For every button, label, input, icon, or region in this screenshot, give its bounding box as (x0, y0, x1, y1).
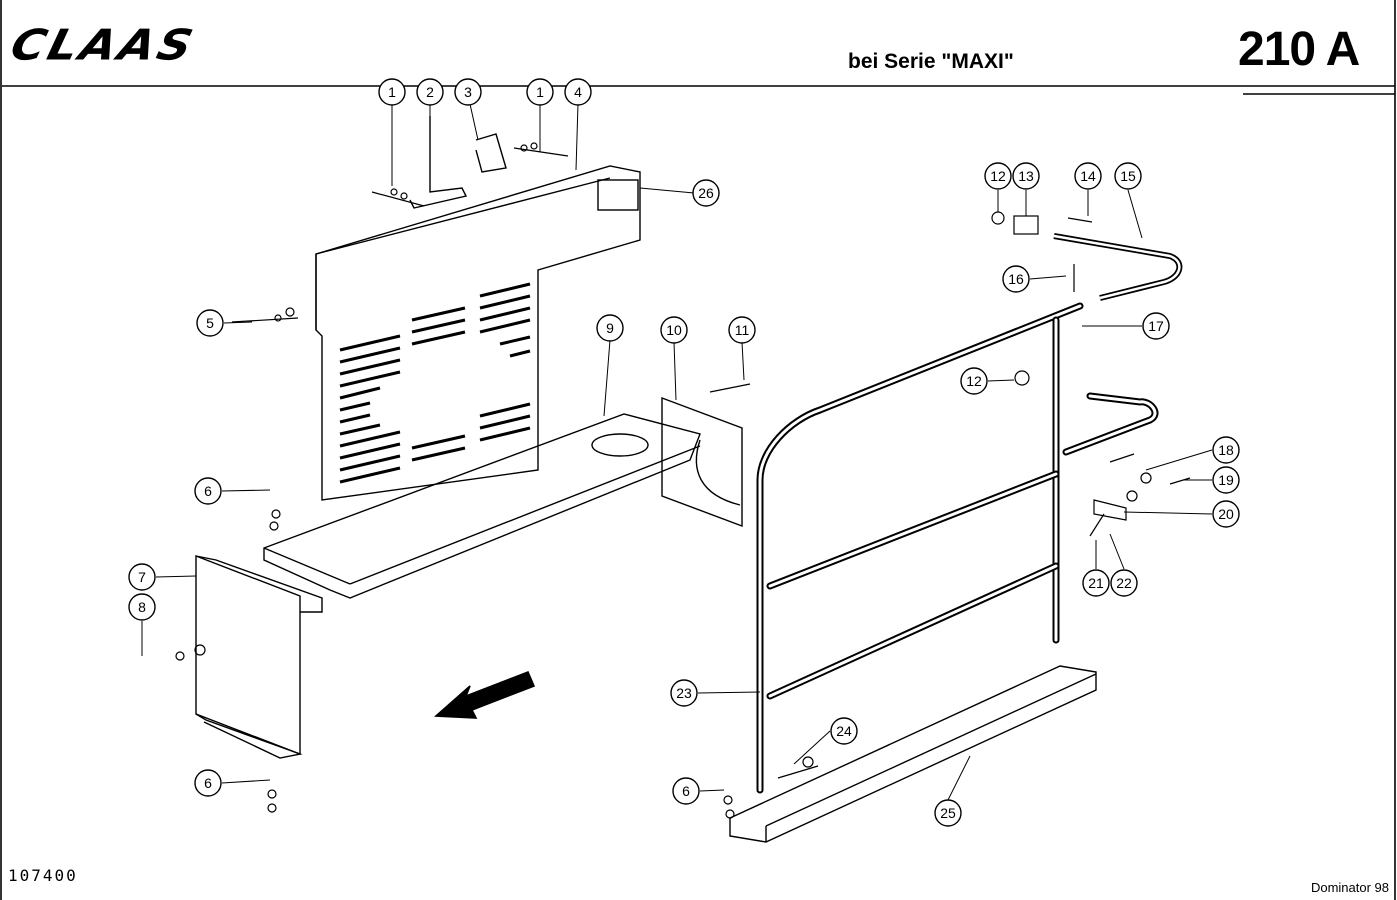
callout-number: 1 (536, 84, 544, 100)
callout-number: 14 (1080, 168, 1096, 184)
callout-1: 1 (526, 78, 554, 106)
callout-21: 21 (1082, 569, 1110, 597)
callout-number: 6 (204, 483, 212, 499)
callout-16: 16 (1002, 265, 1030, 293)
callout-number: 13 (1018, 168, 1034, 184)
callout-number: 10 (666, 322, 682, 338)
callout-number: 12 (966, 373, 982, 389)
leader-lines (141, 103, 1213, 801)
callout-12: 12 (960, 367, 988, 395)
callout-22: 22 (1110, 569, 1138, 597)
side-plate (661, 396, 743, 528)
callout-19: 19 (1212, 466, 1240, 494)
bracket-small (409, 116, 507, 209)
callout-number: 22 (1116, 575, 1132, 591)
callout-11: 11 (728, 316, 756, 344)
callout-number: 24 (836, 723, 852, 739)
callout-25: 25 (934, 799, 962, 827)
model-name: Dominator 98 (1310, 880, 1389, 895)
callout-6: 6 (194, 477, 222, 505)
callout-6: 6 (672, 777, 700, 805)
callout-number: 6 (682, 783, 690, 799)
series-note: bei Serie "MAXI" (848, 50, 1014, 73)
callout-4: 4 (564, 78, 592, 106)
callout-number: 11 (735, 322, 750, 338)
handrail (756, 302, 1159, 794)
callout-8: 8 (128, 593, 156, 621)
callout-13: 13 (1012, 162, 1040, 190)
upper-rod (1053, 233, 1183, 301)
callout-14: 14 (1074, 162, 1102, 190)
page-number: 210 A (1238, 23, 1360, 76)
bottom-rail (729, 665, 1097, 843)
callout-number: 15 (1120, 168, 1136, 184)
callout-number: 21 (1088, 575, 1104, 591)
direction-arrow (433, 670, 536, 719)
callout-5: 5 (196, 309, 224, 337)
callout-6: 6 (194, 769, 222, 797)
callout-number: 7 (138, 569, 146, 585)
callout-number: 19 (1218, 472, 1234, 488)
callout-18: 18 (1212, 436, 1240, 464)
cover-plate (195, 554, 323, 759)
callout-number: 23 (676, 685, 692, 701)
grille-panel (315, 165, 641, 501)
callout-number: 25 (940, 805, 956, 821)
callout-3: 3 (454, 78, 482, 106)
callout-1: 1 (378, 78, 406, 106)
callout-number: 17 (1148, 318, 1164, 334)
callout-number: 6 (204, 775, 212, 791)
callout-7: 7 (128, 563, 156, 591)
callout-number: 12 (990, 168, 1006, 184)
callout-number: 16 (1008, 271, 1024, 287)
callout-15: 15 (1114, 162, 1142, 190)
callout-26: 26 (692, 179, 720, 207)
callout-10: 10 (660, 316, 688, 344)
callout-23: 23 (670, 679, 698, 707)
callout-9: 9 (596, 314, 624, 342)
callout-number: 2 (426, 84, 434, 100)
callout-number: 5 (206, 315, 214, 331)
callout-number: 3 (464, 84, 472, 100)
callout-17: 17 (1142, 312, 1170, 340)
callout-number: 1 (388, 84, 396, 100)
callout-number: 20 (1218, 506, 1234, 522)
callout-number: 8 (138, 599, 146, 615)
callout-24: 24 (830, 717, 858, 745)
callout-2: 2 (416, 78, 444, 106)
document-number: 107400 (8, 866, 78, 885)
callout-number: 18 (1218, 442, 1234, 458)
callout-number: 4 (574, 84, 582, 100)
callout-20: 20 (1212, 500, 1240, 528)
base-channel (263, 413, 701, 599)
callout-number: 9 (606, 320, 614, 336)
callout-12: 12 (984, 162, 1012, 190)
callout-number: 26 (698, 185, 714, 201)
